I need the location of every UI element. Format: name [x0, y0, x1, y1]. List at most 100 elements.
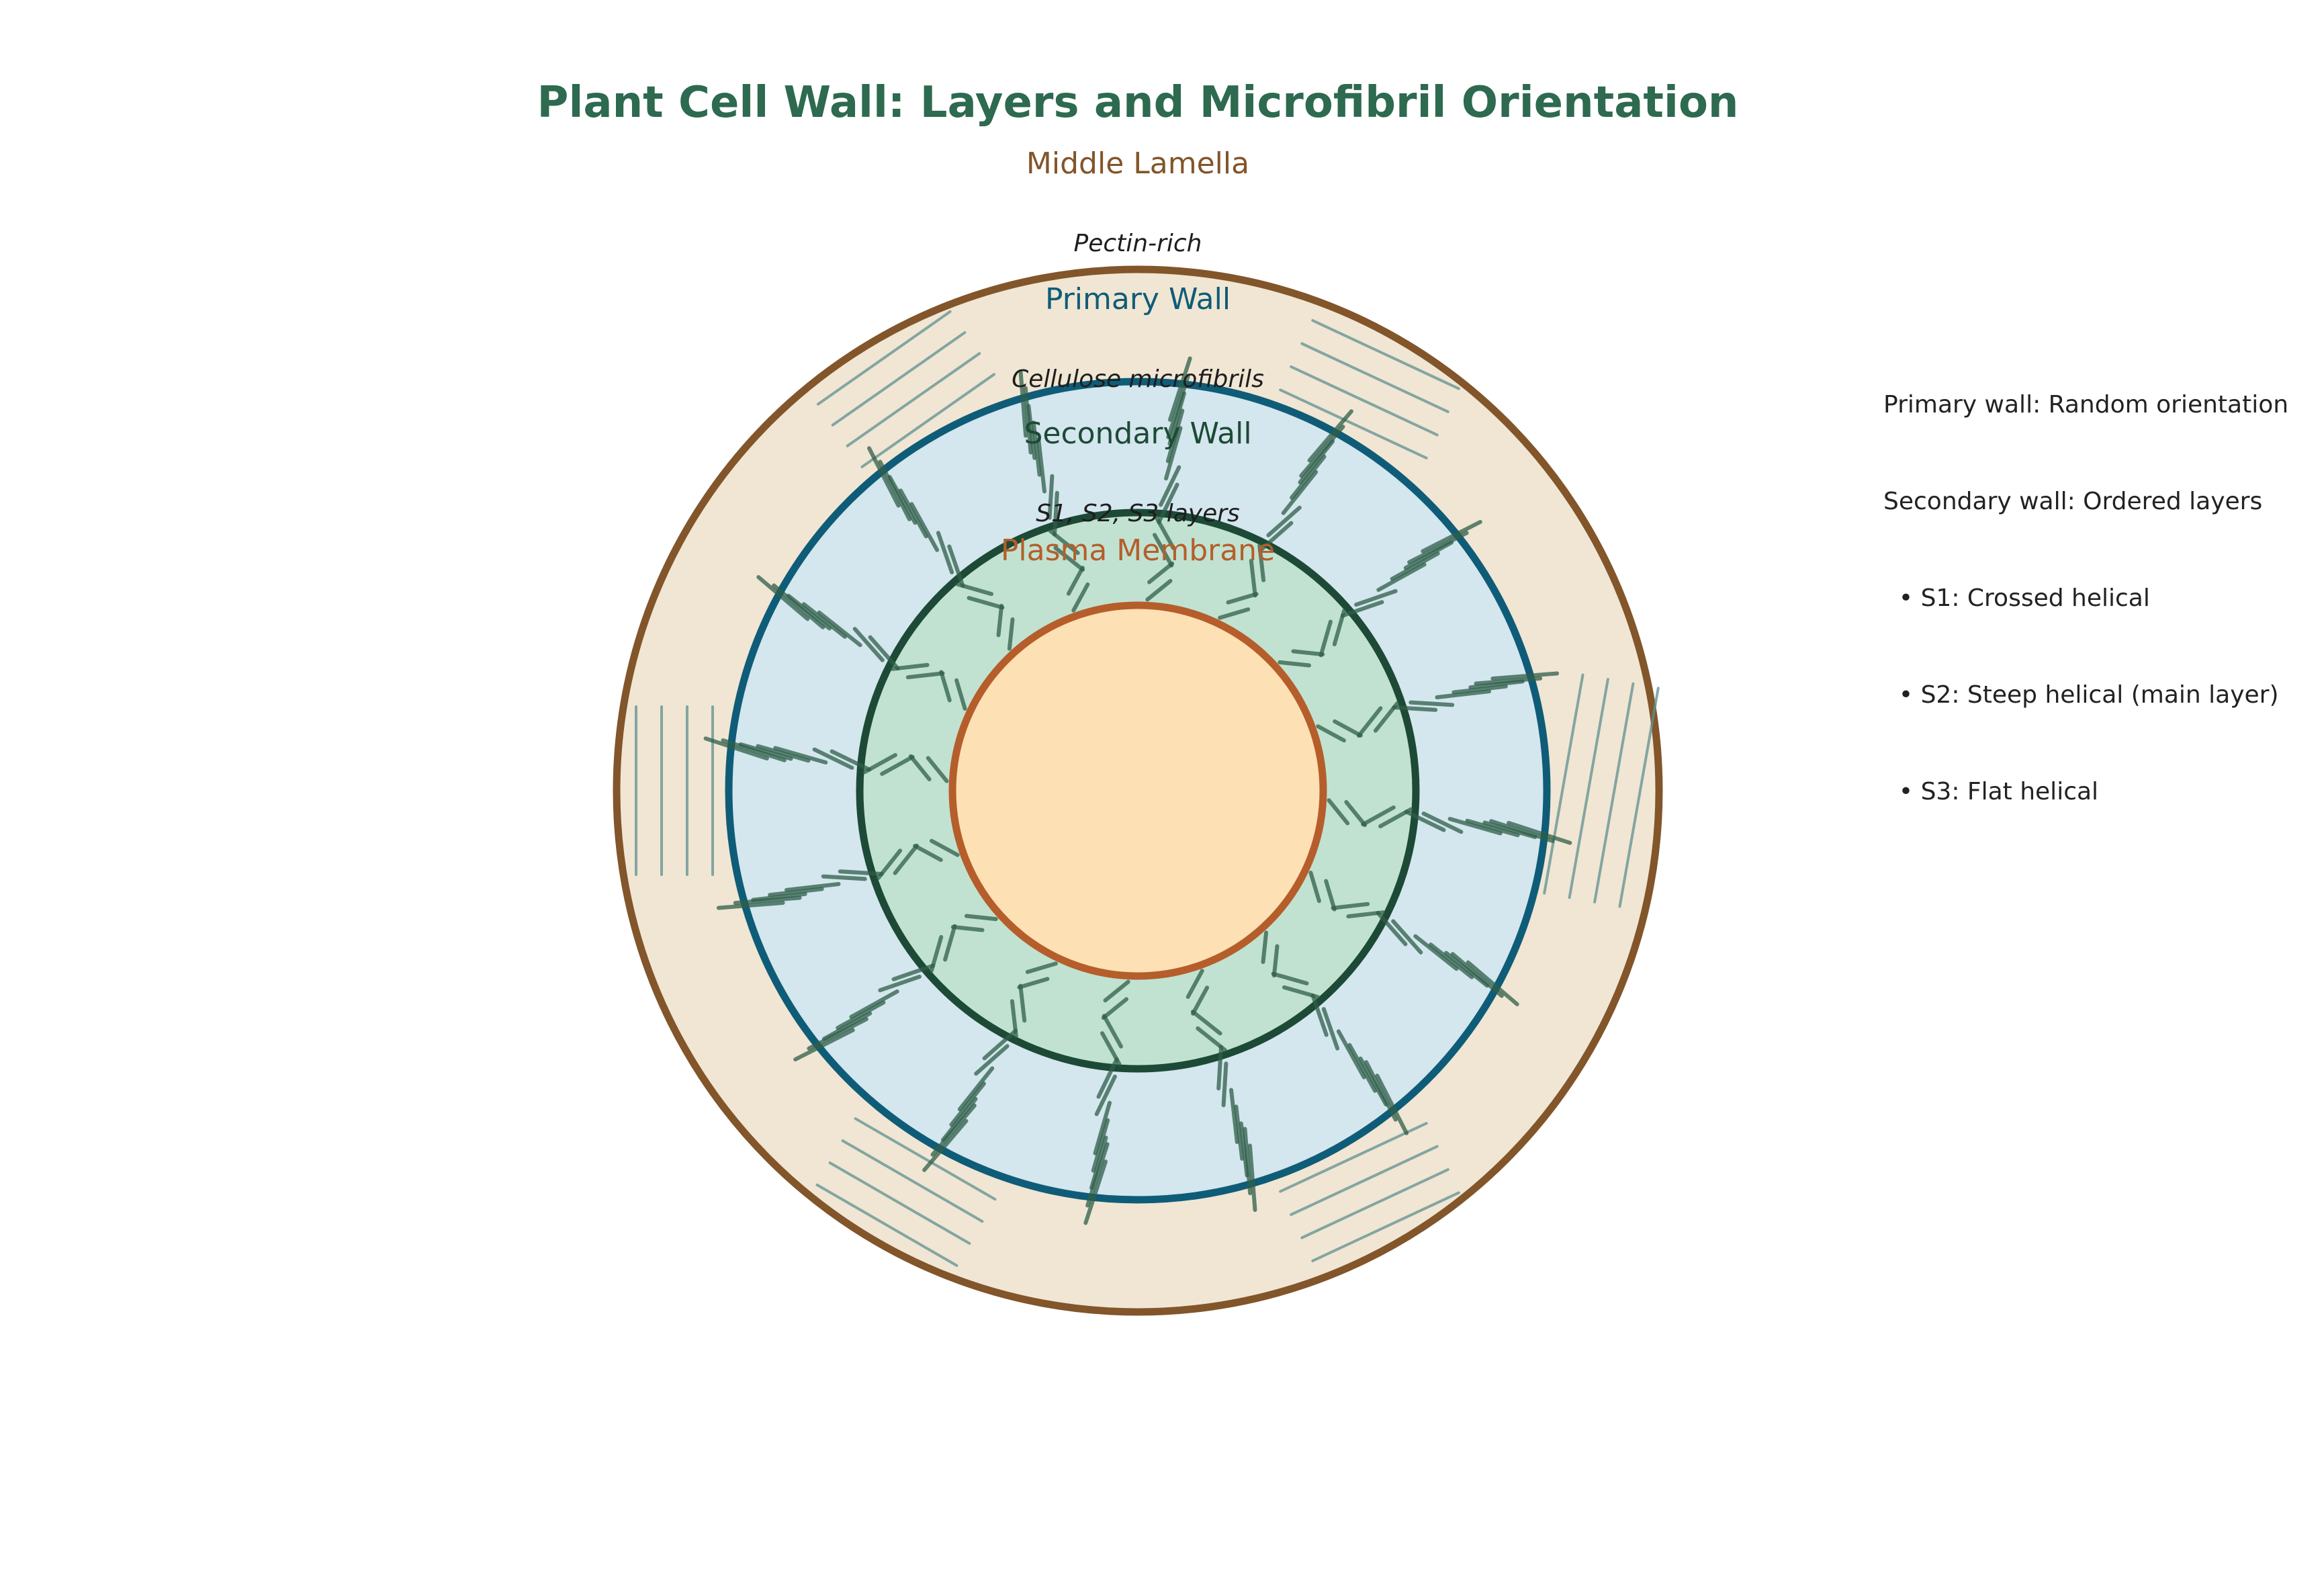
- primary-microfibril: [1593, 682, 1635, 904]
- secondary-microfibril: [974, 1044, 1010, 1076]
- secondary-microfibril: [1147, 561, 1175, 584]
- secondary-microfibril: [1407, 531, 1469, 564]
- secondary-microfibril: [1096, 1057, 1119, 1099]
- primary-microfibril: [841, 1139, 984, 1223]
- secondary-microfibril: [773, 746, 828, 764]
- secondary-microfibril: [930, 838, 960, 857]
- secondary-microfibril: [1023, 386, 1033, 455]
- cell-wall-layers: [613, 265, 1663, 1316]
- secondary-microfibril: [793, 1028, 855, 1061]
- secondary-microfibril: [1053, 490, 1059, 537]
- secondary-microfibril: [801, 602, 847, 639]
- secondary-microfibril: [1336, 1029, 1366, 1080]
- secondary-microfibril: [1258, 521, 1294, 553]
- secondary-microfibril: [1290, 454, 1327, 500]
- secondary-microfibril: [1361, 805, 1396, 827]
- secondary-microfibril: [947, 544, 965, 588]
- secondary-microfibril: [1216, 1045, 1223, 1091]
- secondary-microfibril: [1413, 934, 1459, 971]
- secondary-microfibril: [836, 1000, 886, 1030]
- secondary-microfibril: [1036, 437, 1046, 494]
- primary-microfibril: [846, 352, 981, 447]
- layer-labels: Middle Lamella Pectin-rich Primary Wall …: [1001, 146, 1275, 568]
- secondary-microfibril: [982, 1028, 1018, 1061]
- secondary-microfibril: [1018, 983, 1027, 1023]
- secondary-microfibril: [1145, 578, 1173, 602]
- secondary-microfibril: [1331, 902, 1370, 910]
- primary-microfibril: [828, 1161, 971, 1245]
- secondary-microfibril: [1308, 871, 1321, 904]
- secondary-microfibril: [1085, 1142, 1110, 1208]
- secondary-microfibril: [1347, 1043, 1378, 1093]
- plasma-membrane: [948, 601, 1327, 980]
- secondary-microfibril: [909, 502, 940, 552]
- secondary-microfibril: [967, 596, 1005, 610]
- secondary-microfibril: [1153, 533, 1174, 568]
- secondary-microfibril: [878, 459, 911, 521]
- secondary-microfibril: [817, 610, 862, 648]
- secondary-microfibril: [880, 754, 915, 776]
- secondary-microfibril: [878, 974, 922, 993]
- secondary-microfibril: [1053, 545, 1085, 572]
- middle-lamella-sublabel: Pectin-rich: [1074, 230, 1202, 257]
- secondary-microfibril: [954, 678, 967, 711]
- secondary-microfibril: [1168, 356, 1192, 422]
- secondary-microfibril: [1451, 684, 1508, 695]
- secondary-microfibril: [1474, 676, 1543, 686]
- secondary-microfibril: [1018, 369, 1028, 438]
- secondary-microfibril: [1247, 1143, 1257, 1213]
- secondary-microfibril: [1321, 1007, 1340, 1051]
- secondary-microfibril: [1465, 818, 1520, 838]
- secondary-microfibril: [812, 747, 854, 770]
- secondary-microfibril: [1489, 819, 1555, 843]
- secondary-wall-label: Secondary Wall: [1024, 416, 1251, 451]
- secondary-microfibril: [1357, 706, 1383, 738]
- secondary-microfibril: [1447, 817, 1503, 836]
- secondary-microfibril: [913, 844, 943, 863]
- secondary-microfibril: [893, 843, 919, 875]
- secondary-microfibril: [1025, 961, 1058, 974]
- legend-item-s1: • S1: Crossed helical: [1883, 584, 2150, 612]
- secondary-microfibril: [1166, 374, 1190, 439]
- secondary-microfibril: [1376, 911, 1408, 947]
- primary-microfibril: [831, 331, 967, 427]
- secondary-microfibril: [1316, 724, 1346, 743]
- secondary-microfibril: [768, 887, 824, 897]
- secondary-microfibril: [772, 583, 825, 629]
- secondary-microfibril: [1091, 1118, 1110, 1173]
- secondary-microfibril: [721, 738, 787, 762]
- secondary-microfibril: [1234, 1104, 1245, 1161]
- middle-lamella-label: Middle Lamella: [1026, 146, 1249, 181]
- secondary-microfibril: [898, 488, 928, 539]
- primary-microfibril: [1279, 388, 1428, 459]
- secondary-microfibril: [1390, 551, 1440, 581]
- secondary-microfibril: [716, 900, 785, 910]
- secondary-wall-microfibrils: [703, 356, 1572, 1225]
- secondary-microfibril: [936, 531, 954, 574]
- secondary-microfibril: [1083, 1159, 1108, 1225]
- secondary-microfibril: [1226, 592, 1259, 605]
- secondary-microfibril: [1007, 617, 1015, 651]
- secondary-microfibril: [905, 671, 945, 680]
- secondary-microfibril: [1435, 689, 1491, 699]
- secondary-microfibril: [1164, 426, 1183, 481]
- secondary-microfibril: [821, 874, 867, 881]
- secondary-microfibril: [1327, 798, 1350, 826]
- secondary-microfibril: [1261, 930, 1269, 964]
- secondary-microfibril: [1191, 985, 1210, 1016]
- secondary-microfibril: [1066, 566, 1085, 596]
- secondary-microfibril: [1299, 425, 1345, 478]
- primary-wall-microfibrils: [635, 310, 1660, 1267]
- secondary-microfibril: [1391, 919, 1423, 955]
- secondary-microfibril: [1344, 800, 1368, 828]
- secondary-microfibril: [1229, 1088, 1239, 1144]
- secondary-microfibril: [1031, 421, 1042, 477]
- secondary-microfibril: [1364, 1060, 1398, 1122]
- secondary-microfibril: [1190, 1010, 1222, 1036]
- secondary-microfibril: [1421, 811, 1464, 834]
- secondary-microfibril: [1354, 588, 1398, 607]
- secondary-microfibril: [1249, 558, 1257, 598]
- secondary-microfibril: [703, 736, 769, 760]
- primary-wall-label: Primary Wall: [1045, 282, 1231, 316]
